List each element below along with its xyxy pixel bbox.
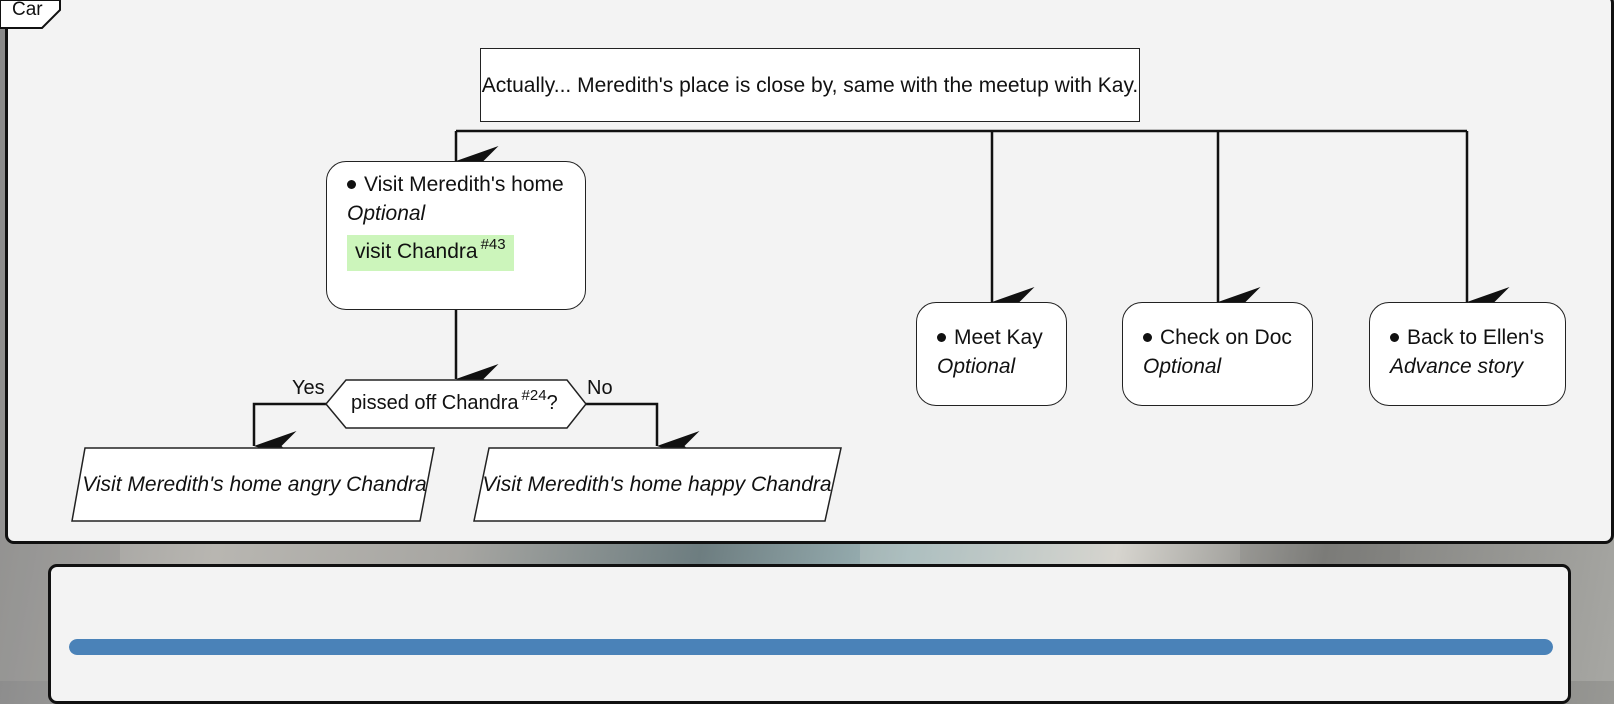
- yes-connector: [252, 402, 330, 461]
- angry-outcome-shape: [71, 447, 435, 522]
- intro-text: Actually... Meredith's place is close by…: [481, 73, 1139, 97]
- meredith-node[interactable]: Visit Meredith's home Optional visit Cha…: [326, 161, 586, 310]
- visit-chandra-ref: #43: [480, 236, 506, 253]
- bullet-icon: [1390, 333, 1399, 342]
- decision-suffix: ?: [546, 392, 558, 414]
- bullet-icon: [1143, 333, 1152, 342]
- flow-connectors: [71, 129, 1510, 522]
- meredith-tag: Optional: [347, 202, 426, 225]
- no-label: No: [587, 377, 613, 399]
- decision-label: pissed off Chandra#24?: [351, 387, 558, 414]
- happy-outcome-text: Visit Meredith's home happy Chandra: [482, 472, 832, 496]
- decision-diamond: [325, 379, 587, 429]
- intro-node: Actually... Meredith's place is close by…: [480, 48, 1140, 122]
- visit-chandra-label: visit Chandra: [355, 240, 478, 263]
- bullet-icon: [937, 333, 946, 342]
- check-doc-node[interactable]: Check on Doc Optional: [1122, 302, 1313, 406]
- kay-title: Meet Kay: [954, 326, 1043, 349]
- happy-outcome-shape: [473, 447, 842, 522]
- meet-kay-node[interactable]: Meet Kay Optional: [916, 302, 1067, 406]
- progress-fill: [69, 639, 1553, 655]
- yes-label: Yes: [292, 377, 325, 399]
- visit-chandra-action[interactable]: visit Chandra#43: [347, 235, 514, 271]
- ellen-title: Back to Ellen's: [1407, 326, 1545, 349]
- dialogue-panel: [48, 564, 1571, 704]
- kay-tag: Optional: [937, 355, 1016, 378]
- doc-title: Check on Doc: [1160, 326, 1292, 349]
- back-to-ellen-node[interactable]: Back to Ellen's Advance story: [1369, 302, 1566, 406]
- doc-tag: Optional: [1143, 355, 1222, 378]
- frame-tab: [0, 0, 61, 29]
- no-connector: [586, 402, 700, 461]
- bullet-icon: [347, 180, 356, 189]
- frame-label: Car: [12, 0, 43, 20]
- angry-outcome-text: Visit Meredith's home angry Chandra: [82, 472, 427, 496]
- meredith-title: Visit Meredith's home: [364, 173, 564, 196]
- progress-bar: [69, 639, 1553, 655]
- decision-ref: #24: [521, 387, 547, 404]
- ellen-tag: Advance story: [1390, 355, 1524, 378]
